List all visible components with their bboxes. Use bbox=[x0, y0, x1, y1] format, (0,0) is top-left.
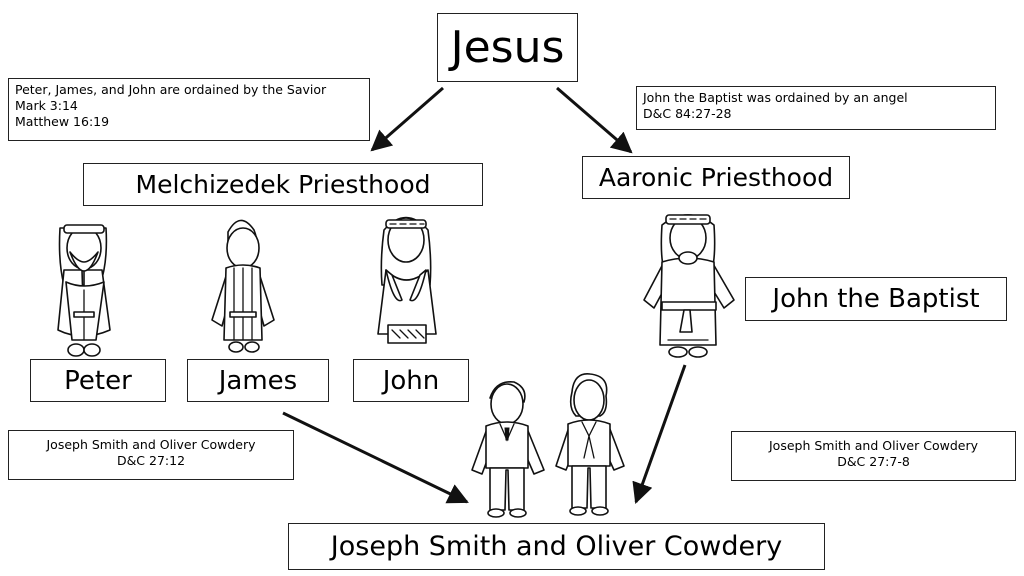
aaronic-priesthood-box: Aaronic Priesthood bbox=[582, 156, 850, 199]
melchizedek-priesthood-box: Melchizedek Priesthood bbox=[83, 163, 483, 206]
melchizedek-priesthood-label: Melchizedek Priesthood bbox=[135, 170, 431, 199]
arrow-icon bbox=[632, 364, 687, 504]
note-line: Matthew 16:19 bbox=[15, 114, 110, 129]
james-box: James bbox=[187, 359, 329, 402]
john-the-baptist-label: John the Baptist bbox=[772, 284, 980, 314]
james-label: James bbox=[218, 365, 298, 396]
jesus-label: Jesus bbox=[450, 22, 565, 73]
note-line: D&C 27:7-8 bbox=[837, 454, 910, 469]
note-line: Peter, James, and John are ordained by t… bbox=[15, 82, 327, 97]
john-the-baptist-box: John the Baptist bbox=[745, 277, 1007, 321]
melchizedek-restoration-note: Joseph Smith and Oliver Cowdery D&C 27:1… bbox=[8, 430, 294, 480]
peter-label: Peter bbox=[64, 365, 132, 396]
aaronic-priesthood-label: Aaronic Priesthood bbox=[598, 163, 834, 192]
note-line: Joseph Smith and Oliver Cowdery bbox=[769, 438, 978, 453]
aaronic-restoration-note: Joseph Smith and Oliver Cowdery D&C 27:7… bbox=[731, 431, 1016, 481]
joseph-smith-oliver-cowdery-box: Joseph Smith and Oliver Cowdery bbox=[288, 523, 825, 570]
note-line: D&C 27:12 bbox=[116, 453, 186, 468]
jesus-box: Jesus bbox=[437, 13, 578, 82]
note-line: Mark 3:14 bbox=[15, 98, 78, 113]
note-line: John the Baptist was ordained by an ange… bbox=[643, 90, 908, 105]
joseph-smith-oliver-cowdery-label: Joseph Smith and Oliver Cowdery bbox=[330, 531, 783, 562]
note-line: Joseph Smith and Oliver Cowdery bbox=[46, 437, 256, 452]
arrow-icon bbox=[370, 86, 444, 152]
peter-box: Peter bbox=[30, 359, 166, 402]
melchizedek-ordination-note: Peter, James, and John are ordained by t… bbox=[8, 78, 370, 141]
note-line: D&C 84:27-28 bbox=[643, 106, 732, 121]
arrow-icon bbox=[282, 411, 469, 504]
arrow-icon bbox=[556, 86, 633, 154]
john-label: John bbox=[382, 365, 440, 396]
aaronic-ordination-note: John the Baptist was ordained by an ange… bbox=[636, 86, 996, 130]
john-box: John bbox=[353, 359, 469, 402]
